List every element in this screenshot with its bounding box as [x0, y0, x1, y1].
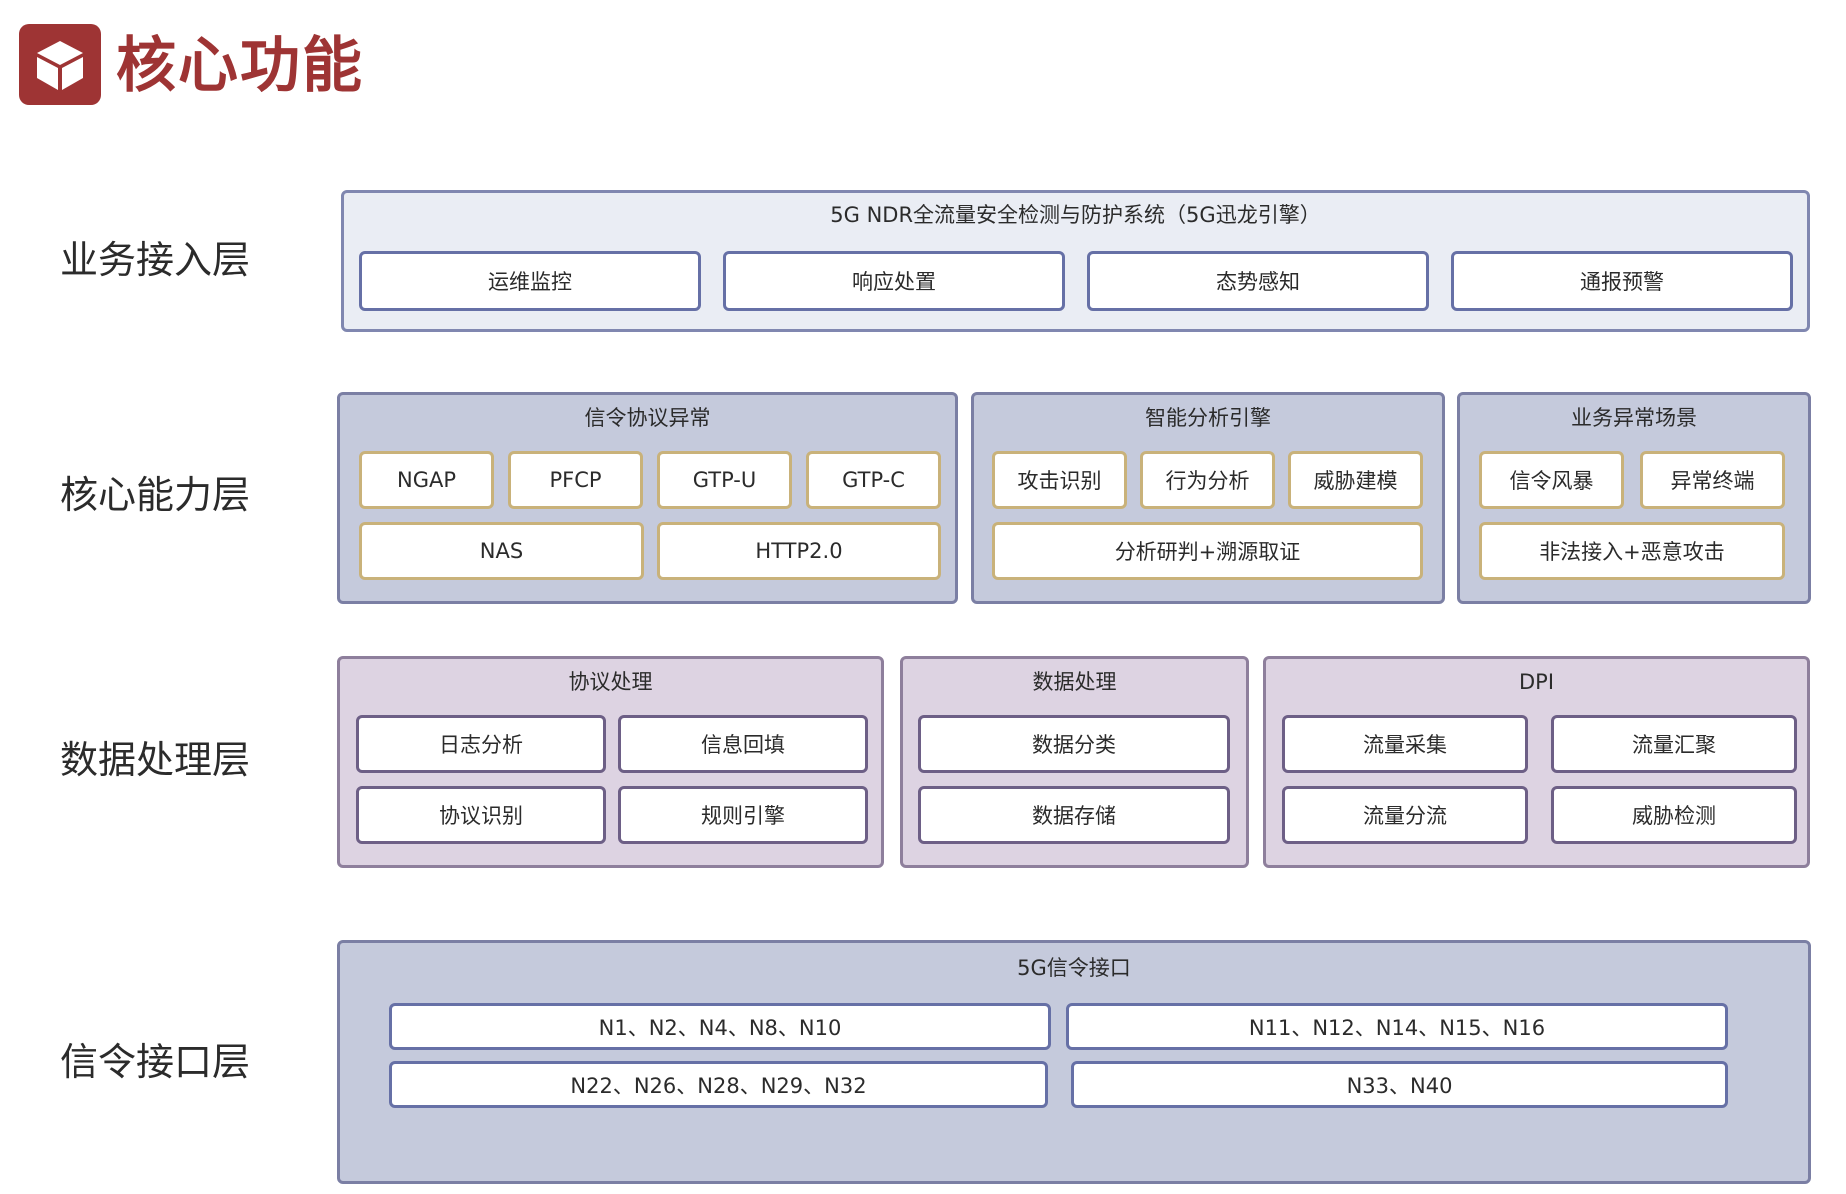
data-item-classification: 数据分类	[918, 715, 1230, 773]
core-item-forensics: 分析研判+溯源取证	[992, 522, 1423, 580]
core-item-gtp-u: GTP-U	[657, 451, 792, 509]
layer-label-business: 业务接入层	[60, 238, 251, 282]
data-item-log-analysis: 日志分析	[356, 715, 606, 773]
core-item-nas: NAS	[359, 522, 644, 580]
business-layer-title: 5G NDR全流量安全检测与防护系统（5G迅龙引擎）	[830, 203, 1321, 227]
core-item-behavior-analysis: 行为分析	[1140, 451, 1275, 509]
layer-label-data: 数据处理层	[60, 738, 251, 782]
data-item-storage: 数据存储	[918, 786, 1230, 844]
core-item-signaling-storm: 信令风暴	[1479, 451, 1624, 509]
core-group-title: 业务异常场景	[1571, 406, 1697, 430]
data-item-protocol-recognition: 协议识别	[356, 786, 606, 844]
core-item-gtp-c: GTP-C	[806, 451, 941, 509]
core-group-title: 智能分析引擎	[1145, 406, 1271, 430]
signal-item-n1-n10: N1、N2、N4、N8、N10	[389, 1003, 1051, 1050]
core-item-illegal-access: 非法接入+恶意攻击	[1479, 522, 1785, 580]
layer-label-core: 核心能力层	[60, 473, 251, 517]
data-item-threat-detection: 威胁检测	[1551, 786, 1797, 844]
signal-item-n11-n16: N11、N12、N14、N15、N16	[1066, 1003, 1728, 1050]
data-group-title: 数据处理	[1032, 670, 1117, 694]
data-group-title: DPI	[1518, 670, 1555, 694]
core-item-ngap: NGAP	[359, 451, 494, 509]
data-item-traffic-splitting: 流量分流	[1282, 786, 1528, 844]
business-item-situation-awareness: 态势感知	[1087, 251, 1429, 311]
core-item-abnormal-terminal: 异常终端	[1640, 451, 1785, 509]
core-item-pfcp: PFCP	[508, 451, 643, 509]
core-group-title: 信令协议异常	[584, 406, 711, 430]
core-item-http2: HTTP2.0	[657, 522, 941, 580]
signal-item-n22-n32: N22、N26、N28、N29、N32	[389, 1061, 1048, 1108]
cube-icon	[37, 40, 83, 90]
signal-layer-title: 5G信令接口	[1017, 956, 1131, 980]
data-item-rule-engine: 规则引擎	[618, 786, 868, 844]
data-item-traffic-collection: 流量采集	[1282, 715, 1528, 773]
core-item-threat-modeling: 威胁建模	[1288, 451, 1423, 509]
business-item-alert: 通报预警	[1451, 251, 1793, 311]
logo-badge	[19, 24, 101, 105]
data-group-title: 协议处理	[568, 670, 653, 694]
layer-label-signal: 信令接口层	[60, 1040, 251, 1084]
data-item-traffic-aggregation: 流量汇聚	[1551, 715, 1797, 773]
signal-item-n33-n40: N33、N40	[1071, 1061, 1728, 1108]
business-item-response: 响应处置	[723, 251, 1065, 311]
core-item-attack-recognition: 攻击识别	[992, 451, 1127, 509]
page-title: 核心功能	[116, 31, 364, 101]
data-item-info-backfill: 信息回填	[618, 715, 868, 773]
business-item-ops-monitoring: 运维监控	[359, 251, 701, 311]
